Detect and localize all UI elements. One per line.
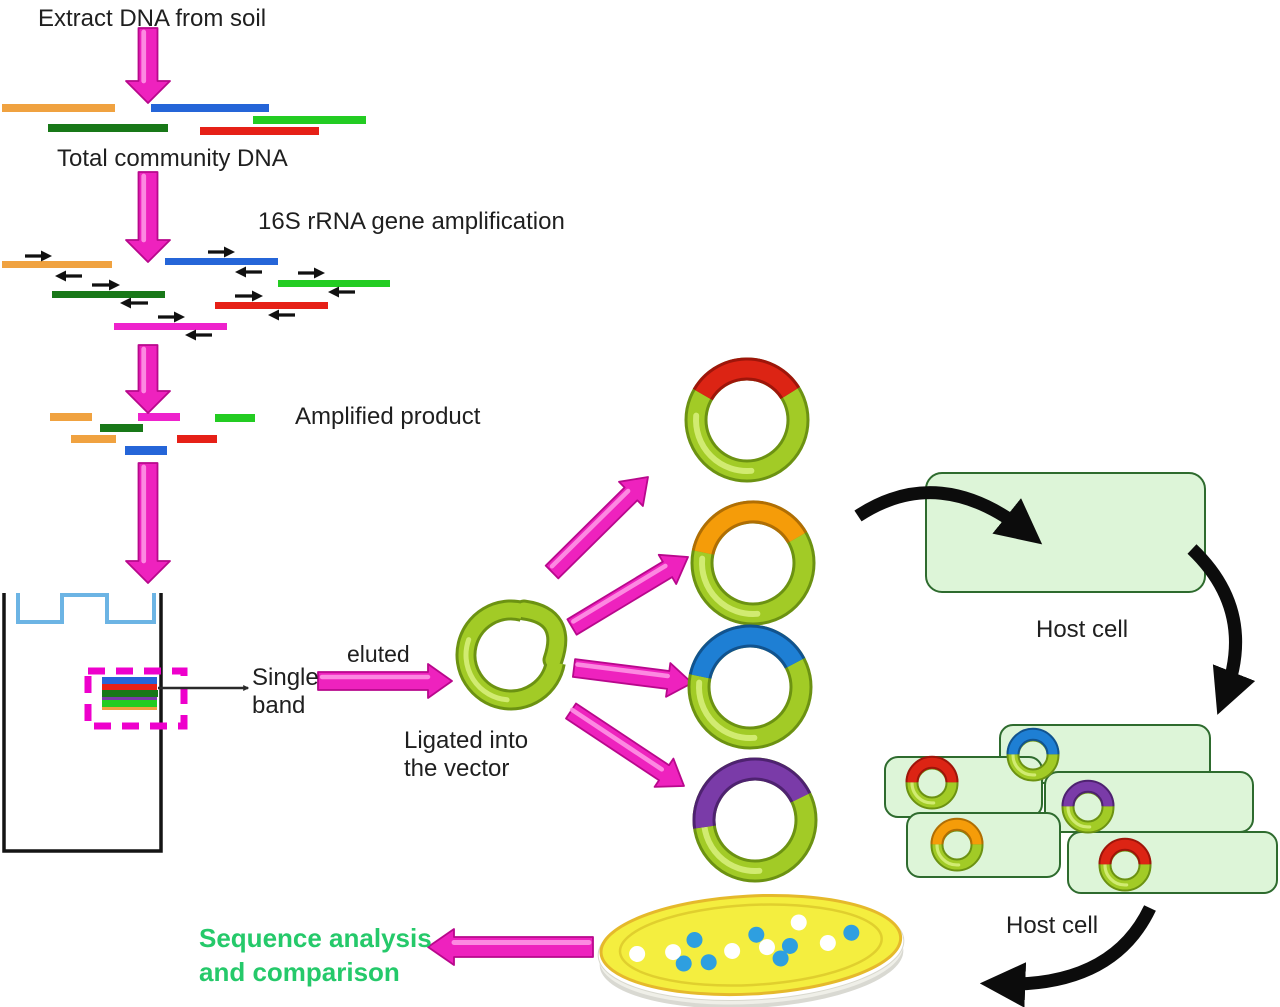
colony-dot-white bbox=[758, 939, 775, 956]
down-arrow-icon bbox=[125, 171, 171, 263]
dna-fragment bbox=[114, 323, 227, 330]
dna-fragment bbox=[200, 127, 319, 135]
down-arrow-icon bbox=[125, 462, 171, 584]
sequence-analysis-arrow-icon bbox=[427, 928, 594, 966]
mini-plasmid-purple bbox=[1061, 779, 1115, 834]
colony-dot-blue bbox=[781, 937, 798, 954]
primer-arrow-icon bbox=[328, 286, 355, 298]
primer-arrow-icon bbox=[298, 267, 325, 279]
label-ligated-into-vector: Ligated into the vector bbox=[404, 727, 528, 784]
dna-fragment bbox=[165, 258, 278, 265]
label-sequence-line2: and comparison bbox=[199, 957, 400, 988]
colony-dot-blue bbox=[748, 926, 765, 943]
dna-fragment bbox=[278, 280, 390, 287]
label-single-band-line1: Single bbox=[252, 664, 319, 691]
transformation-curved-arrow-icon bbox=[1187, 544, 1256, 715]
primer-arrow-icon bbox=[185, 329, 212, 341]
mini-plasmid-red bbox=[905, 755, 959, 810]
down-arrow-icon bbox=[125, 27, 171, 104]
label-sequence-line1: Sequence analysis bbox=[199, 923, 432, 953]
label-single-band: Single band bbox=[252, 664, 319, 721]
mini-plasmid-red bbox=[1098, 837, 1152, 892]
colony-dot-white bbox=[724, 942, 741, 959]
dna-fragment bbox=[50, 413, 92, 421]
primer-arrow-icon bbox=[25, 250, 52, 262]
label-eluted: eluted bbox=[347, 641, 410, 667]
primer-arrow-icon bbox=[235, 290, 263, 302]
gel-band bbox=[102, 677, 157, 684]
primer-arrow-icon bbox=[268, 309, 295, 321]
ligation-arrow-icon bbox=[572, 658, 693, 698]
label-total-community-dna: Total community DNA bbox=[57, 145, 288, 172]
colony-dot-white bbox=[629, 945, 646, 962]
label-sequence-analysis: Sequence analysis and comparison bbox=[199, 921, 432, 990]
colony-dot-white bbox=[819, 934, 836, 951]
label-single-band-line2: band bbox=[252, 692, 306, 720]
dna-fragment bbox=[52, 291, 165, 298]
dna-fragment bbox=[100, 424, 143, 432]
primer-arrow-icon bbox=[92, 279, 120, 291]
dna-fragment bbox=[151, 104, 269, 112]
colony-dot-blue bbox=[675, 955, 692, 972]
recombinant-plasmid-orange bbox=[690, 500, 816, 626]
host-cell-box bbox=[925, 472, 1206, 593]
colony-dot-blue bbox=[700, 954, 717, 971]
vector-ring bbox=[455, 599, 568, 711]
colony-dot-blue bbox=[686, 931, 703, 948]
down-arrow-icon bbox=[125, 344, 171, 414]
ligation-arrow-icon bbox=[544, 476, 649, 580]
gel-band bbox=[102, 700, 157, 707]
gel-band bbox=[102, 697, 157, 700]
gel-band bbox=[102, 707, 157, 710]
gel-electrophoresis bbox=[2, 593, 250, 853]
dna-fragment bbox=[177, 435, 217, 443]
dna-fragment bbox=[253, 116, 366, 124]
amplification-fragments bbox=[2, 246, 390, 341]
petri-dish bbox=[597, 893, 905, 1007]
dna-fragment bbox=[71, 435, 116, 443]
label-amplified-product: Amplified product bbox=[295, 403, 481, 430]
dna-fragment bbox=[48, 124, 168, 132]
recombinant-plasmid-blue bbox=[687, 624, 813, 750]
primer-arrow-icon bbox=[55, 270, 82, 282]
total-community-dna-fragments bbox=[2, 104, 366, 135]
recombinant-plasmid-red bbox=[684, 357, 810, 483]
dna-fragment bbox=[138, 413, 180, 421]
gel-wells-comb bbox=[16, 593, 156, 624]
band-selection-dashed-box bbox=[84, 667, 188, 730]
primer-arrow-icon bbox=[235, 266, 262, 278]
ligation-arrow-icon bbox=[566, 553, 689, 636]
colony-dot-white bbox=[665, 944, 682, 961]
recombinant-plasmid-purple bbox=[692, 757, 818, 883]
mini-plasmid-blue bbox=[1006, 727, 1060, 782]
colony-dot-blue bbox=[843, 924, 860, 941]
gel-band bbox=[102, 684, 157, 690]
mini-plasmid-orange bbox=[930, 817, 984, 872]
colony-dot-blue bbox=[772, 950, 789, 967]
ligation-arrow-icon bbox=[565, 702, 685, 788]
dna-fragment bbox=[125, 446, 167, 455]
transformation-curved-arrow-icon bbox=[854, 486, 1043, 545]
amplified-product-fragments bbox=[50, 413, 255, 455]
gel-outline bbox=[2, 593, 163, 853]
primer-arrow-icon bbox=[158, 311, 185, 323]
dna-fragment bbox=[2, 261, 112, 268]
label-ligated-line2: the vector bbox=[404, 755, 510, 783]
label-ligated-line1: Ligated into bbox=[404, 727, 529, 754]
colony-dot-white bbox=[790, 914, 807, 931]
label-extract-dna: Extract DNA from soil bbox=[38, 5, 267, 32]
label-gene-amplification: 16S rRNA gene amplification bbox=[258, 208, 565, 235]
gel-band bbox=[102, 690, 158, 697]
eluted-arrow-icon bbox=[317, 663, 453, 699]
dna-fragment bbox=[215, 302, 328, 309]
primer-arrow-icon bbox=[208, 246, 235, 258]
label-host-cell-top: Host cell bbox=[1036, 616, 1129, 643]
dna-fragment bbox=[2, 104, 115, 112]
transformation-curved-arrow-icon bbox=[979, 905, 1156, 1007]
label-host-cell-bottom: Host cell bbox=[1006, 912, 1099, 939]
primer-arrow-icon bbox=[120, 297, 148, 309]
dna-fragment bbox=[215, 414, 255, 422]
